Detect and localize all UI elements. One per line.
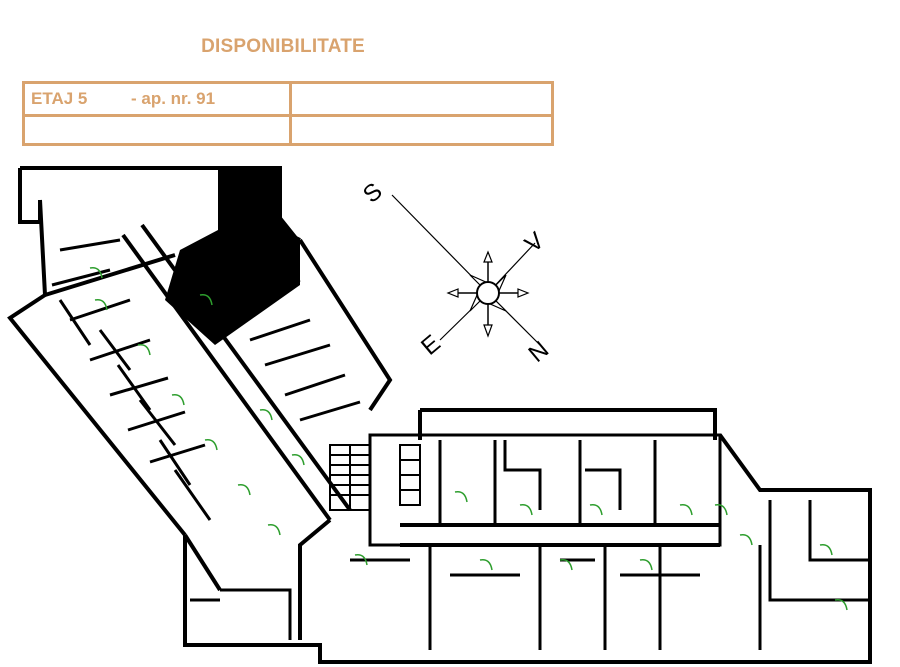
apartment-label: - ap. nr. 91 [131, 89, 216, 108]
compass-north-label: N [524, 336, 555, 368]
availability-table: ETAJ 5 - ap. nr. 91 [22, 81, 554, 146]
dark-core [165, 168, 300, 345]
diagonal-wing [7, 166, 393, 592]
floor-label: ETAJ 5 [31, 89, 88, 108]
horizontal-wing [183, 408, 872, 664]
compass-west-label: V [520, 227, 550, 258]
table-row: ETAJ 5 - ap. nr. 91 [25, 84, 551, 117]
compass-south-label: S [358, 178, 388, 209]
stairs [329, 444, 421, 511]
page-title: DISPONIBILITATE [201, 36, 365, 57]
table-column-divider [289, 84, 292, 143]
door-swings [89, 266, 848, 611]
compass [391, 194, 541, 346]
compass-east-label: E [416, 330, 446, 361]
